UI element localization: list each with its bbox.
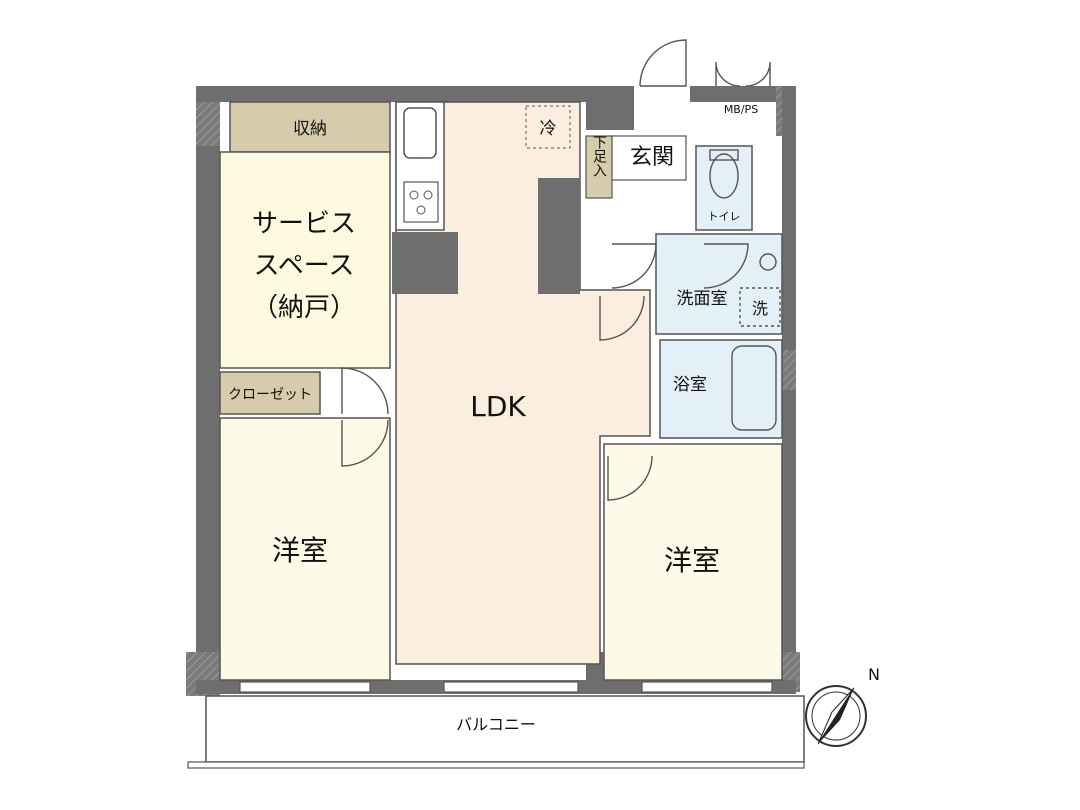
- storage-top-label: 収納: [293, 119, 327, 139]
- balcony: [187, 695, 805, 769]
- shoe-storage-label: 下足入: [591, 135, 607, 177]
- mbps-door-icon: [745, 61, 771, 87]
- wall-left: [196, 86, 220, 692]
- kitchen-fixtures: [392, 101, 634, 294]
- sanitary-fixtures: [709, 149, 781, 431]
- door-swing-icon: [341, 367, 389, 415]
- burner-icon: [416, 205, 426, 215]
- balcony-area: [205, 695, 805, 763]
- entrance-door-icon: [639, 39, 687, 87]
- wall-top-right: [690, 86, 796, 102]
- rooms: [219, 101, 783, 681]
- fridge-space: [525, 105, 571, 149]
- window-center: [443, 681, 579, 693]
- washer-label: 洗: [752, 299, 768, 318]
- service-space: [219, 151, 391, 369]
- balcony-label: バルコニー: [456, 715, 536, 734]
- compass-needle-icon: [817, 687, 855, 745]
- storage-top: [229, 101, 391, 153]
- bathroom-label: 浴室: [673, 375, 707, 395]
- washroom-label: 洗面室: [677, 289, 728, 309]
- mbps-door-icon: [715, 61, 741, 87]
- compass-ring-inner: [811, 691, 861, 741]
- window-left: [239, 681, 371, 693]
- ldk-label: LDK: [470, 390, 526, 423]
- door-swing-icon: [341, 419, 389, 467]
- burner-icon: [423, 190, 433, 200]
- washer-space: [739, 287, 781, 327]
- door-swing-icon: [611, 243, 657, 289]
- toilet-tank-icon: [709, 149, 739, 161]
- doors: [341, 39, 771, 501]
- bathroom-area: [659, 339, 783, 439]
- washroom-area: [655, 233, 783, 335]
- fridge-label: 冷: [540, 119, 557, 139]
- closet: [219, 371, 321, 415]
- toilet-area: [695, 145, 753, 231]
- service-space-label-3: （納戸）: [252, 293, 356, 323]
- service-space-label-2: スペース: [254, 251, 355, 281]
- pillar-kitchen: [392, 232, 458, 294]
- windows: [239, 681, 773, 693]
- door-swing-icon: [599, 295, 645, 341]
- entrance-label: 玄関: [630, 145, 674, 170]
- western-room-right: [603, 443, 783, 681]
- western-room-left-label: 洋室: [272, 534, 328, 567]
- entrance-area: [611, 135, 687, 181]
- pillar-entrance: [586, 102, 634, 130]
- burner-icon: [409, 190, 419, 200]
- toilet-label: トイレ: [708, 210, 741, 223]
- mbps-label: MB/PS: [724, 103, 758, 116]
- wall-top-left: [196, 86, 634, 102]
- door-swing-icon: [703, 243, 749, 289]
- service-space-label-1: サービス: [252, 209, 356, 239]
- balcony-rail: [187, 761, 805, 769]
- toilet-icon: [709, 153, 739, 199]
- kitchen-counter: [395, 101, 445, 231]
- labels: 収納 サービス スペース （納戸） クローゼット LDK 洋室 洋室 玄関 トイ…: [228, 103, 768, 734]
- window-right: [641, 681, 773, 693]
- basin-icon: [759, 253, 777, 271]
- bathtub-icon: [731, 345, 777, 431]
- stove-icon: [403, 181, 439, 223]
- pillar-ldk: [538, 178, 580, 294]
- western-room-right-label: 洋室: [664, 544, 720, 577]
- closet-label: クローゼット: [228, 387, 312, 403]
- north-label: N: [868, 665, 880, 684]
- door-swing-icon: [607, 455, 653, 501]
- ldk: [395, 101, 651, 665]
- sink-icon: [403, 107, 437, 159]
- compass: N: [805, 665, 880, 747]
- svg-text:下足入: 下足入: [591, 135, 607, 177]
